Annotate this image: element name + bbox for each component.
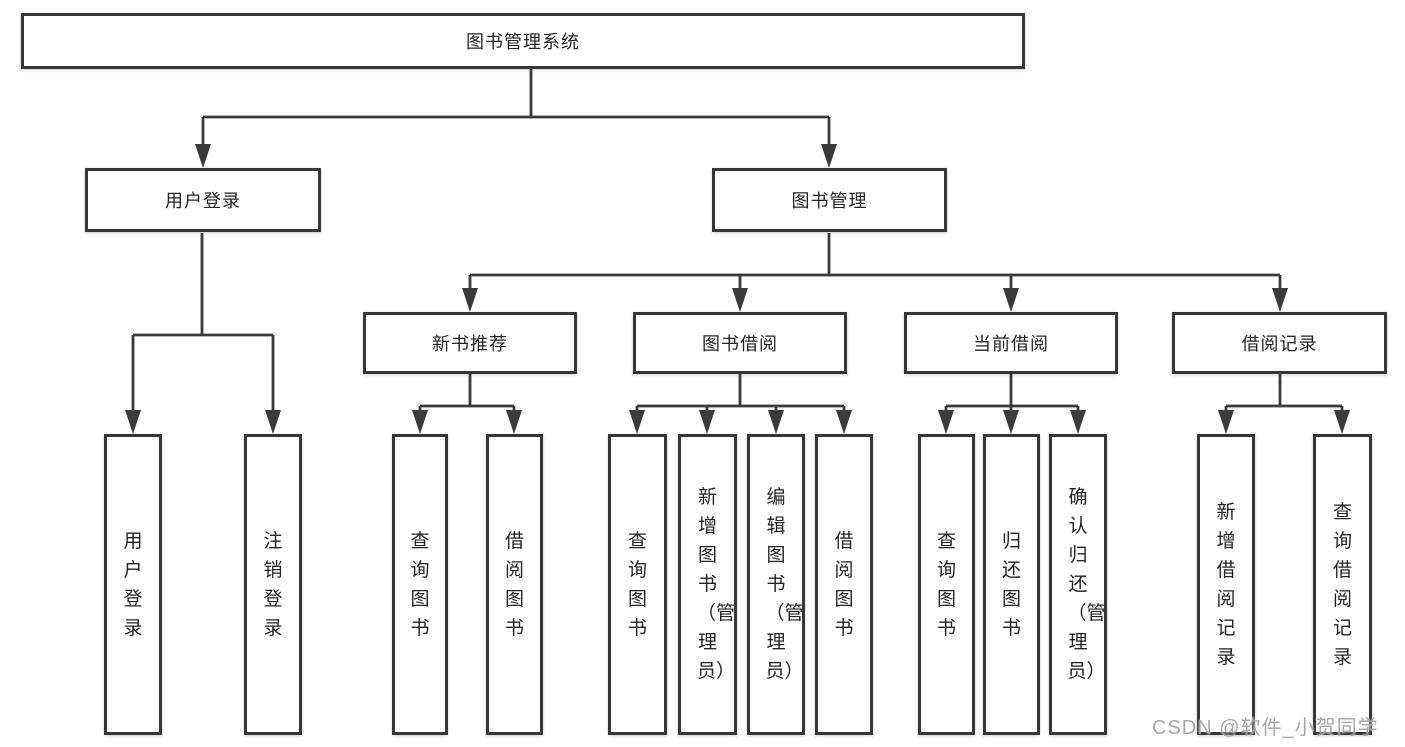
node-user-login: 用户登录: [85, 168, 321, 232]
watermark: CSDN @软件_小贺同学: [1152, 717, 1379, 739]
connector-user-login-children: [131, 233, 275, 412]
leaf-query-books-3: 查询图书: [918, 434, 975, 735]
leaf-query-books-1: 查询图书: [392, 434, 448, 735]
leaf-user-login: 用户登录: [104, 434, 162, 735]
node-book-borrow-label: 图书借阅: [702, 334, 778, 354]
arrowhead-leaf-return-books: [1003, 410, 1019, 434]
leaf-edit-books-admin: 编辑图书（管理员）: [747, 434, 805, 735]
arrowhead-leaf-add-books: [699, 410, 715, 434]
connector-borrow-records-children: [1224, 374, 1344, 414]
leaf-query-borrow-record-label: 查询借阅记录: [1332, 501, 1352, 668]
node-book-management: 图书管理: [712, 168, 947, 232]
leaf-user-login-label: 用户登录: [123, 530, 143, 639]
connector-book-borrow-children: [635, 374, 846, 414]
arrowhead-user-login: [195, 144, 211, 168]
node-root-system: 图书管理系统: [21, 13, 1025, 69]
arrowhead-leaf-confirm-return: [1070, 410, 1086, 434]
node-user-login-label: 用户登录: [165, 191, 241, 211]
leaf-add-borrow-record: 新增借阅记录: [1197, 434, 1255, 735]
arrowhead-book-management: [821, 144, 837, 168]
leaf-confirm-return-admin-label: 确认归还（管理员）: [1067, 487, 1106, 682]
arrowhead-leaf-query-books-2: [629, 410, 645, 434]
arrowhead-leaf-query-books-1: [412, 410, 428, 434]
node-book-management-label: 图书管理: [791, 191, 868, 211]
arrowhead-leaf-add-borrow-record: [1218, 410, 1234, 434]
leaf-add-books-admin-label: 新增图书（管理员）: [697, 487, 736, 682]
leaf-query-books-3-label: 查询图书: [936, 530, 956, 639]
node-current-borrow-label: 当前借阅: [973, 334, 1049, 354]
leaf-borrow-books-1: 借阅图书: [486, 434, 543, 735]
node-current-borrow: 当前借阅: [904, 312, 1118, 374]
leaf-confirm-return-admin: 确认归还（管理员）: [1049, 434, 1107, 735]
arrowhead-leaf-logout: [265, 410, 281, 434]
leaf-logout-login: 注销登录: [244, 434, 302, 735]
leaf-query-books-2-label: 查询图书: [627, 530, 647, 639]
arrowhead-leaf-user-login: [125, 410, 141, 434]
leaf-add-books-admin: 新增图书（管理员）: [678, 434, 737, 735]
connector-root-to-level2: [201, 69, 831, 146]
arrowhead-borrow-records: [1272, 288, 1288, 312]
node-root-label: 图书管理系统: [466, 32, 580, 52]
node-book-borrow: 图书借阅: [633, 312, 847, 374]
leaf-borrow-books-1-label: 借阅图书: [504, 530, 524, 639]
connector-new-book-recommend-children: [418, 374, 516, 414]
node-borrow-records-label: 借阅记录: [1241, 334, 1318, 354]
arrowhead-current-borrow: [1003, 288, 1019, 312]
leaf-borrow-books-2-label: 借阅图书: [834, 530, 854, 639]
node-new-book-recommend: 新书推荐: [363, 312, 577, 374]
leaf-query-books-2: 查询图书: [608, 434, 667, 735]
leaf-return-books-label: 归还图书: [1001, 530, 1021, 639]
leaf-logout-login-label: 注销登录: [263, 530, 283, 639]
arrowhead-leaf-query-books-3: [938, 410, 954, 434]
node-borrow-records: 借阅记录: [1172, 312, 1387, 374]
leaf-edit-books-admin-label: 编辑图书（管理员）: [765, 487, 804, 682]
arrowhead-new-book-recommend: [462, 288, 478, 312]
leaf-borrow-books-2: 借阅图书: [815, 434, 873, 735]
arrowhead-leaf-edit-books: [768, 410, 784, 434]
arrowhead-leaf-query-borrow-record: [1334, 410, 1350, 434]
leaf-return-books: 归还图书: [983, 434, 1040, 735]
arrowhead-leaf-borrow-books-2: [836, 410, 852, 434]
leaf-query-books-1-label: 查询图书: [410, 530, 430, 639]
connector-current-borrow-children: [944, 374, 1080, 414]
leaf-query-borrow-record: 查询借阅记录: [1313, 434, 1372, 735]
connector-book-management-children: [468, 233, 1282, 290]
arrowhead-book-borrow: [732, 288, 748, 312]
arrowhead-leaf-borrow-books-1: [506, 410, 522, 434]
leaf-add-borrow-record-label: 新增借阅记录: [1216, 501, 1236, 668]
node-new-book-recommend-label: 新书推荐: [432, 334, 508, 354]
